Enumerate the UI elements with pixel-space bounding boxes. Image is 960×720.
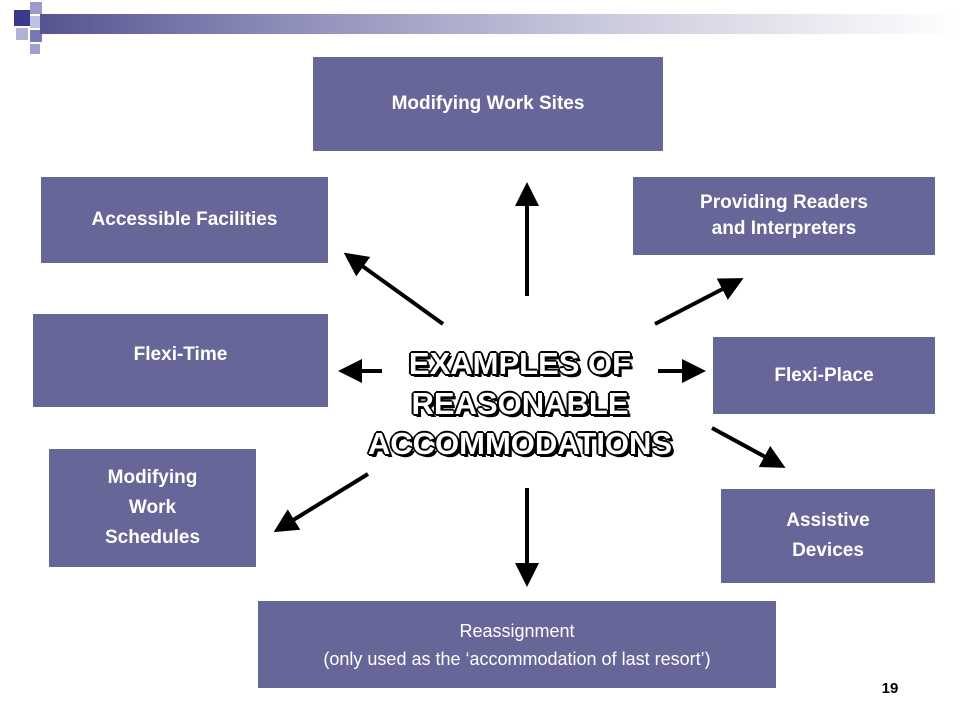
header-gradient-bar <box>40 14 960 34</box>
decorative-squares <box>0 0 80 60</box>
arrow-to-modifying-schedules <box>273 472 370 533</box>
box-label: Flexi-Time <box>133 344 228 365</box>
box-flexi-time: Flexi-Time <box>33 314 328 407</box>
center-title-line3: ACCOMMODATIONS <box>367 426 673 461</box>
box-modifying-work-sites: Modifying Work Sites <box>313 57 663 151</box>
box-label-line2: Work <box>128 497 177 518</box>
box-label-line2: Devices <box>792 540 864 561</box>
arrow-to-assistive-devices <box>711 426 786 468</box>
box-reassignment: Reassignment (only used as the ‘accommod… <box>258 601 776 688</box>
box-label-line1: Reassignment <box>459 620 575 641</box>
center-title-line1: EXAMPLES OF <box>408 346 632 381</box>
box-modifying-work-schedules: Modifying Work Schedules <box>49 449 256 567</box>
box-label: Accessible Facilities <box>91 209 278 230</box>
box-assistive-devices: Assistive Devices <box>721 489 935 583</box>
center-title-line2: REASONABLE <box>411 386 629 421</box>
box-label-line2: and Interpreters <box>711 218 857 239</box>
arrow-to-readers <box>654 278 744 326</box>
box-label-line1: Providing Readers <box>700 192 868 213</box>
box-label: Modifying Work Sites <box>391 93 585 114</box>
center-title: EXAMPLES OF REASONABLE ACCOMMODATIONS <box>330 344 710 464</box>
page-number: 19 <box>881 680 899 697</box>
box-label-line1: Modifying <box>107 467 198 488</box>
box-flexi-place: Flexi-Place <box>713 337 935 414</box>
box-providing-readers: Providing Readers and Interpreters <box>633 177 935 255</box>
box-label-line3: Schedules <box>104 527 201 548</box>
arrow-to-accessible-facilities <box>343 252 445 326</box>
box-label-line1: Assistive <box>786 510 870 531</box>
box-accessible-facilities: Accessible Facilities <box>41 177 328 263</box>
box-label: Flexi-Place <box>774 364 874 386</box>
box-label-line2: (only used as the ‘accommodation of last… <box>323 648 711 669</box>
